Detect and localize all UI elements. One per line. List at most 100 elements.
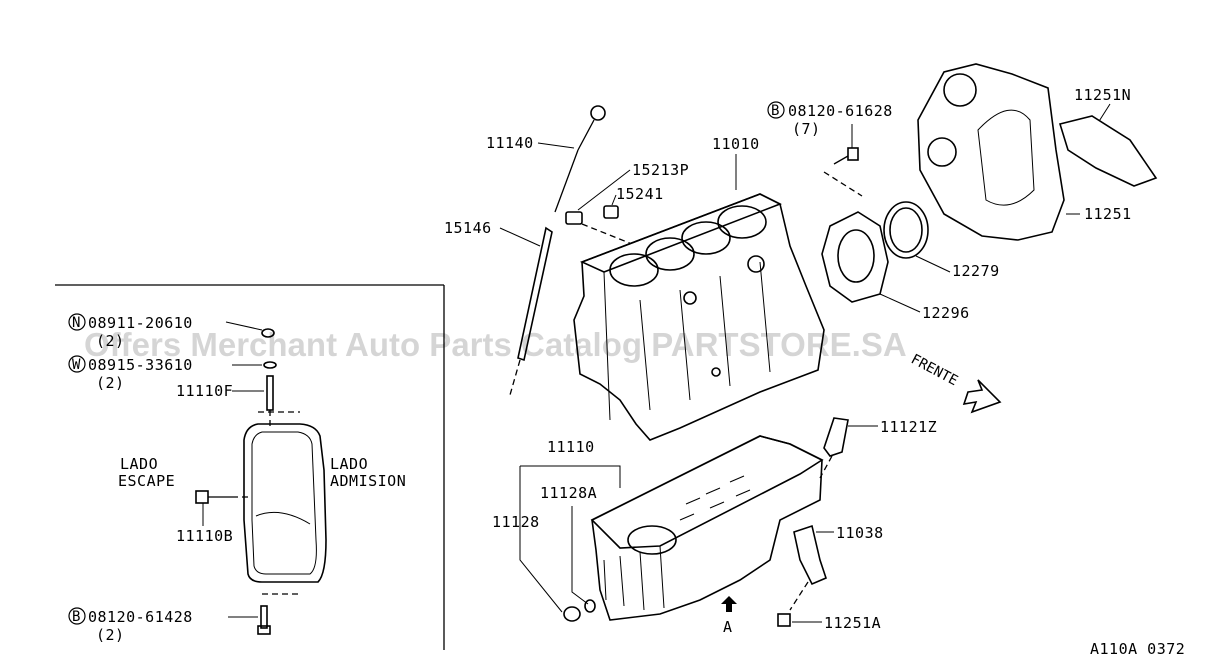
b-symbol-icon [68, 607, 86, 625]
rear-plate-part-number: 11251 [1084, 205, 1132, 223]
nut-quantity: (2) [96, 332, 125, 350]
drain-plug-leader [519, 466, 563, 613]
plug-dash [581, 223, 633, 245]
cover-11251N: 11251N [1058, 86, 1158, 187]
bolt-b1-dash [823, 171, 863, 197]
block-boss-2 [683, 291, 697, 305]
retainer-bore [837, 229, 875, 283]
block-edge [603, 271, 611, 421]
block-boss-3 [711, 367, 721, 377]
block-boss [747, 255, 765, 273]
drain-washer-part-number: 11128A [540, 484, 597, 502]
stud-part [266, 375, 274, 411]
figure-code: A110A 0372 [1090, 640, 1185, 658]
bore-2 [645, 237, 695, 271]
drain-washer-part [584, 599, 596, 613]
bolt-b2-part-number: 08120-61428 [88, 608, 193, 626]
oil-pan-part-number: 11110 [547, 438, 595, 456]
bracket-part [793, 524, 827, 586]
callout-bolt-b2: B 08120-61428 (2) [68, 605, 271, 644]
dipstick-upper [577, 119, 595, 151]
rear-plate-body [917, 63, 1065, 241]
callout-nut-n: N 08911-20610 (2) [68, 313, 275, 350]
front-arrow: FRENTE [908, 351, 1002, 414]
guide-part-number: 15146 [444, 219, 492, 237]
b-symbol-letter-main: B [771, 103, 779, 119]
view-a-label: A [723, 618, 733, 636]
plug-15241-leader [611, 194, 617, 206]
drain-plug: 11128A 11128 [492, 466, 597, 622]
w-symbol-icon [68, 355, 86, 373]
bolt-b1-head [847, 147, 859, 161]
front-arrow-icon [962, 379, 1002, 414]
plug-15213P-leader [577, 169, 631, 211]
b-symbol-icon-main [767, 101, 785, 119]
rear-plate-hole-2 [927, 137, 957, 167]
seal-leader [915, 255, 951, 273]
guide-tube [517, 226, 553, 362]
rear-plate-hole-1 [943, 73, 977, 107]
inset-pan-inner [251, 431, 317, 575]
rear-plate-11251: 11251 [917, 63, 1132, 241]
w-symbol-letter: W [72, 357, 81, 373]
dipstick-part-number: 11140 [486, 134, 534, 152]
plugs-15213P-15241: 15213P 15241 [565, 161, 689, 245]
bolt-b1-shank [833, 155, 849, 165]
view-a: A [721, 596, 737, 636]
nut-part-number: 08911-20610 [88, 314, 193, 332]
drain-plug-part-number: 11128 [492, 513, 540, 531]
callout-11110F: 11110F [176, 375, 274, 426]
cover-part [1058, 115, 1158, 187]
plug-15213P-part-number: 15213P [632, 161, 689, 179]
strainer-part-number: 11121Z [880, 418, 937, 436]
bolt-b1-quantity: (7) [792, 120, 821, 138]
oil-pan-11110: 11110 [520, 435, 824, 621]
seal-inner [889, 207, 923, 253]
block-deck [579, 193, 782, 273]
drain-washer-leader [571, 506, 589, 605]
rear-plate-opening [977, 109, 1035, 206]
retainer-part-number: 12296 [922, 304, 970, 322]
cover-part-number: 11251N [1074, 86, 1131, 104]
exhaust-side-label-2: ESCAPE [118, 472, 175, 490]
inset-pan-contour [255, 511, 311, 525]
plug-15241-part-number: 15241 [616, 185, 664, 203]
b-symbol-letter: B [72, 609, 80, 625]
inset-panel [55, 284, 445, 650]
guide-dash [509, 359, 521, 396]
n-symbol-letter: N [72, 315, 80, 331]
bolt-b2-head [257, 625, 271, 635]
view-a-arrow-icon [721, 596, 737, 612]
block-ribs [639, 261, 771, 411]
strainer-dash [819, 455, 833, 479]
plug-15213P-part [565, 211, 583, 225]
nut-leader [225, 321, 263, 331]
dipstick-rod [554, 149, 579, 213]
bracket-part-number: 11038 [836, 524, 884, 542]
n-symbol-icon [68, 313, 86, 331]
oil-pan-leader [520, 465, 621, 488]
bracket-11038: 11038 [789, 524, 884, 611]
washer-part-number: 08915-33610 [88, 356, 193, 374]
washer-quantity: (2) [96, 374, 125, 392]
oil-pan-body [591, 435, 823, 621]
oil-pan-flange [590, 435, 824, 549]
bore-3 [681, 221, 731, 255]
inset-pan-outer [243, 423, 327, 583]
intake-side-label-2: ADMISION [330, 472, 406, 490]
side-labels: LADO ESCAPE LADO ADMISION [118, 455, 406, 490]
seal-outer [883, 201, 929, 259]
bolt-11251A-part-number: 11251A [824, 614, 881, 632]
oil-pan-baffles [679, 475, 751, 521]
plug-15241-part [603, 205, 619, 219]
seal-part-number: 12279 [952, 262, 1000, 280]
strainer-11121Z: 11121Z [819, 417, 937, 479]
nut-part [261, 328, 275, 338]
front-label: FRENTE [908, 351, 960, 389]
bracket-dash [789, 581, 809, 611]
intake-side-label-1: LADO [330, 455, 368, 473]
retainer-leader [879, 293, 921, 313]
retainer-body [821, 211, 889, 303]
drain-plug-part [563, 606, 581, 622]
